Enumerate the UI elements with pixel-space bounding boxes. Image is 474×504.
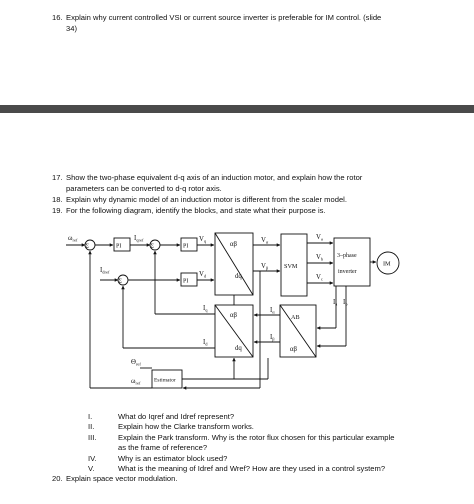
label-va: Va (316, 234, 323, 242)
inverter-label-1: 3–phase (337, 253, 357, 259)
pi-iq-block (180, 237, 198, 252)
label-dq: dq (235, 273, 242, 280)
label-idref: Idref (100, 267, 110, 275)
sub-question: IV.Why is an estimator block used? (88, 453, 228, 463)
label-valpha: Vα (261, 237, 269, 245)
question-16: 16.Explain why current controlled VSI or… (52, 13, 462, 34)
question-number: 20. (52, 474, 63, 483)
sum-symbol: Σ (151, 244, 155, 250)
question-number: 18. (52, 195, 63, 204)
label-vb: Vb (316, 254, 324, 262)
inverter-label-2: inverter (338, 269, 357, 275)
label-id: Id (203, 339, 208, 347)
control-block-diagram: ωref Σ PI Iqref Σ PI Vq αβ dq Idref Σ PI… (66, 232, 400, 390)
label-wref: ωref (68, 235, 78, 243)
label-alphabeta: αβ (230, 312, 238, 319)
label-ib: Ib (343, 299, 348, 307)
question-number: 17. (52, 173, 63, 182)
question-text-continued: 34) (66, 23, 77, 33)
label-west: ωref (131, 378, 141, 386)
estimator-label: Estimator (154, 378, 176, 384)
induction-motor (376, 251, 400, 275)
pi-id-block (180, 272, 198, 287)
label-iq: Iq (203, 305, 208, 313)
label-theta: Θref (131, 359, 141, 367)
label-alphabeta: αβ (290, 346, 298, 353)
label-ibeta: Iβ (270, 334, 275, 342)
label-ia: Ia (333, 299, 337, 307)
sum-symbol: Σ (86, 244, 90, 250)
motor-label: IM (383, 261, 391, 268)
svm-block (280, 233, 308, 297)
clarke-block (279, 304, 317, 358)
question-text: Show the two-phase equivalent d-q axis o… (66, 173, 363, 182)
clarke-label: AB (291, 314, 300, 321)
pi-speed-block (113, 237, 131, 252)
label-vq: Vq (199, 236, 207, 244)
sub-question-continued: as the frame of reference? (118, 443, 208, 453)
label-ialpha: Iα (270, 307, 275, 315)
question-text: For the following diagram, identify the … (66, 206, 326, 215)
sub-question: III.Explain the Park transform. Why is t… (88, 432, 395, 442)
label-iqref: Iqref (134, 235, 144, 243)
sub-question: V.What is the meaning of Idref and Wref?… (88, 464, 386, 474)
label-vd: Vd (199, 271, 207, 279)
question-number: 19. (52, 206, 63, 215)
question-text-continued: parameters can be converted to d-q rotor… (66, 183, 222, 193)
question-text: Explain space vector modulation. (66, 474, 178, 483)
label-vbeta: Vβ (261, 263, 269, 271)
question-text: Explain why dynamic model of an inductio… (66, 195, 347, 204)
pi-label: PI (116, 244, 121, 250)
question-number: 16. (52, 13, 63, 22)
page-separator (0, 105, 474, 113)
question-17: 17.Show the two-phase equivalent d-q axi… (52, 173, 462, 194)
sub-question: I.What do Iqref and Idref represent? (88, 412, 235, 421)
pi-label: PI (183, 279, 188, 285)
inverter-block (333, 237, 371, 287)
sum-symbol: Σ (119, 279, 123, 285)
sub-question-list: I.What do Iqref and Idref represent? II.… (88, 412, 468, 474)
question-20: 20.Explain space vector modulation. (52, 474, 462, 485)
question-text: Explain why current controlled VSI or cu… (66, 13, 382, 22)
label-vc: Vc (316, 274, 323, 282)
question-18: 18.Explain why dynamic model of an induc… (52, 195, 462, 206)
pi-label: PI (183, 244, 188, 250)
svm-label: SVM (284, 263, 298, 270)
label-alphabeta: αβ (230, 241, 238, 248)
sub-question: II.Explain how the Clarke transform work… (88, 422, 254, 432)
question-19: 19.For the following diagram, identify t… (52, 206, 462, 217)
label-dq: dq (235, 345, 242, 352)
